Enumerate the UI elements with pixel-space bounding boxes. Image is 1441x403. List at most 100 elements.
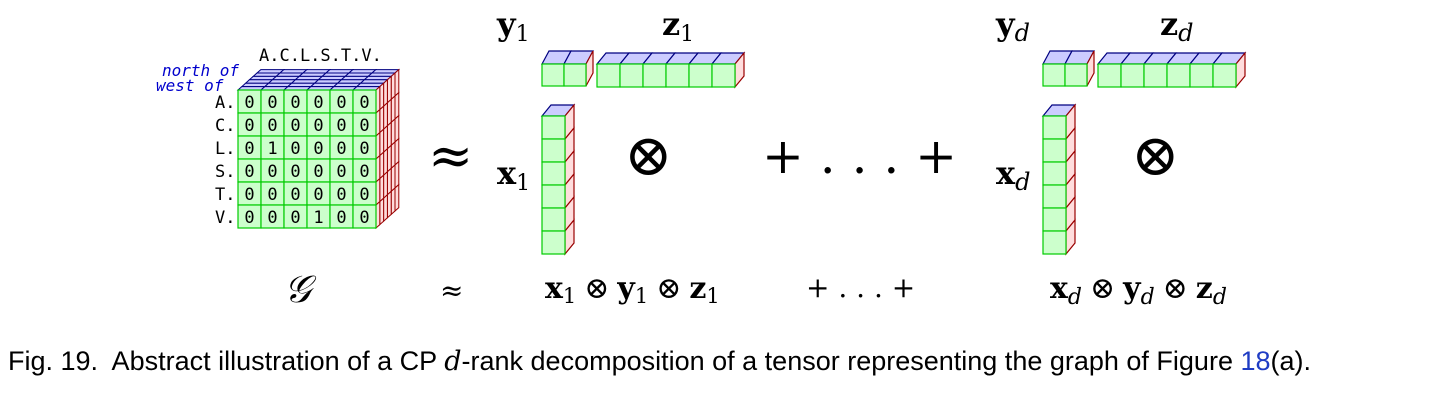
tensor-row-label: L. [215,139,235,159]
tensor-cell-value: 0 [244,116,254,136]
tensor-top-face [301,69,332,74]
tensor-cell-value: 0 [313,93,323,113]
tensor-cell-value: 0 [313,162,323,182]
y1-front-cell [563,63,587,87]
tensor-side-face [383,170,388,200]
tensor-side-face [386,190,392,219]
tensor-cell-value: 0 [290,93,300,113]
tensor-cell-value: 0 [359,162,369,182]
tensor-side-face [386,167,392,196]
tensor-side-face [386,121,392,150]
zd-front-cell [1189,63,1214,88]
tensor-side-face [394,183,400,213]
tensor-cell-value: 0 [336,116,346,136]
tensor-cell-value: 0 [244,139,254,159]
tensor-top-face [248,75,278,81]
tensor-top-face [313,79,343,84]
tensor-cell-value: 0 [244,208,254,228]
x1-front-cell [541,161,566,186]
tensor-side-face [394,137,400,167]
figure-caption: Fig. 19. Abstract illustration of a CP d… [8,346,1311,377]
tensor-row-labels: A. C. L. S. T. V. [215,93,235,228]
tensor-top-face [309,82,339,88]
tensor-cell-value: 0 [313,185,323,205]
term1-formula: x1⊗y1⊗z1 [545,271,720,308]
tensor-top-face [263,82,293,88]
tensor-symbol-g: 𝒢 [284,267,317,311]
tensor-side-face [390,140,396,170]
tensor-row-label: S. [215,162,235,182]
tensor-row-label: V. [215,208,235,228]
tensor-top-face [267,79,297,84]
tensor-side-face [390,186,396,216]
z1-front-cell [665,63,690,88]
x1-front-cell [541,138,566,163]
tensor-cube [236,68,401,230]
xd-front-cell [1042,230,1067,255]
xd-front-cell [1042,115,1067,140]
tensor-cell-value: 0 [359,208,369,228]
zd-label: zd [1160,5,1194,47]
tensor-side-face [390,117,396,147]
z1-front-cell [596,63,621,88]
tensor-cell-value: 0 [267,185,277,205]
tensor-side-face [379,174,385,203]
tensor-top-face [274,72,305,77]
tensor-row-label: T. [215,185,235,205]
tensor-side-face [383,124,388,154]
tensor-row-label: A. [215,93,235,113]
tensor-cell-value: 0 [359,139,369,159]
tensor-cell-value: 0 [359,185,369,205]
z1-front-cell [688,63,713,88]
tensor-side-face [394,91,400,121]
y1-vector [540,50,595,87]
tensor-cell-value: 0 [313,116,323,136]
tensor-side-face [394,114,400,144]
tensor-top-face [271,75,301,81]
tensor-side-face [379,82,385,111]
tensor-cell-value: 0 [290,116,300,136]
zd-front-cell [1212,63,1237,88]
tensor-top-face [320,72,351,77]
otimes-symbol-term1: ⊗ [624,121,673,189]
tensor-top-face [251,72,282,77]
tensor-side-face [386,75,392,104]
tensor-cell-value: 0 [290,139,300,159]
tensor-row-label: C. [215,116,235,136]
tensor-cell [352,204,377,229]
tensor-top-face [255,69,286,74]
tensor-top-face [297,72,328,77]
tensor-cell-value: 0 [290,208,300,228]
tensor-side-face [379,128,385,157]
tensor-side-face [394,68,400,98]
zd-front-cell [1120,63,1145,88]
xd-label: xd [996,154,1030,196]
yd-front-cell [1064,63,1088,87]
tensor-top-face [244,79,274,84]
tensor-cell-value: 0 [267,93,277,113]
tensor-top-face [294,75,324,81]
tensor-cell-value: 0 [336,93,346,113]
tensor-top-face [324,69,355,74]
plus-ellipsis-small: + . . . + [806,271,915,304]
z1-front-cell [711,63,736,88]
tensor-cell-value: 0 [244,185,254,205]
approx-symbol-large: ≈ [428,124,473,187]
tensor-cell-value: 0 [336,185,346,205]
tensor-side-face [386,144,392,173]
figure-18-link[interactable]: 18 [1240,346,1270,376]
tensor-side-face [383,147,388,177]
zd-front-cell [1143,63,1168,88]
tensor-top-face [363,75,393,81]
yd-label: yd [995,5,1030,47]
tensor-side-face [379,197,385,226]
tensor-cell-value: 0 [290,185,300,205]
tensor-cell-value: 0 [244,93,254,113]
zd-vector [1096,51,1247,89]
tensor-top-face [366,72,397,77]
tensor-side-face [390,71,396,101]
tensor-top-face [343,72,374,77]
y1-front-cell [541,63,565,87]
tensor-side-face [394,160,400,190]
